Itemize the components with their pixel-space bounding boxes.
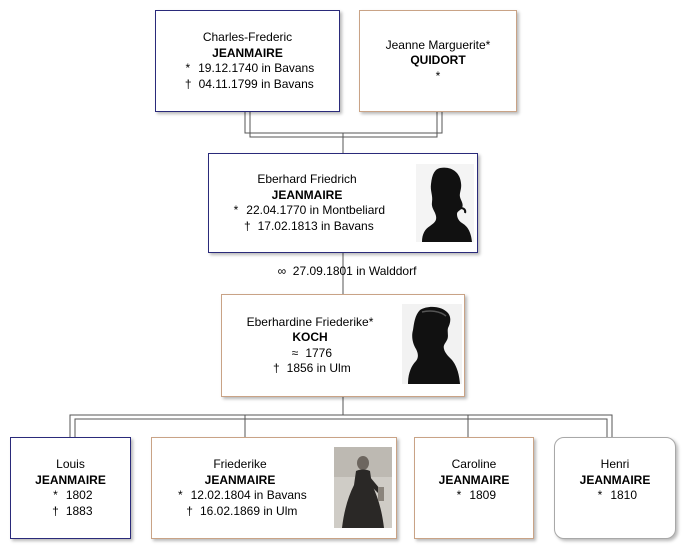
- birth-event: * 19.12.1740 in Bavans: [181, 61, 314, 77]
- death-date: 1883: [65, 503, 93, 518]
- birth-date: 1802: [65, 488, 93, 502]
- death-date: 1856 in Ulm: [286, 361, 351, 375]
- surname: JEANMAIRE: [271, 187, 343, 202]
- given-name: Henri: [600, 457, 630, 471]
- baptism-event: ≈ 1776: [288, 346, 332, 362]
- marriage-date: 27.09.1801 in Walddorf: [292, 264, 417, 278]
- portrait-photo-image: [334, 447, 392, 528]
- marriage-info: ∞ 27.09.1801 in Walddorf: [0, 264, 694, 278]
- person-card-louis-jeanmaire[interactable]: Louis JEANMAIRE * 1802 † 1883: [10, 437, 131, 539]
- death-date: 04.11.1799 in Bavans: [198, 76, 314, 91]
- birth-event: *: [431, 69, 445, 85]
- birth-symbol: *: [177, 488, 183, 502]
- birth-event: * 1802: [48, 488, 92, 504]
- birth-date: 22.04.1770 in Montbeliard: [246, 203, 386, 217]
- death-symbol: †: [243, 218, 251, 233]
- surname: QUIDORT: [410, 53, 466, 68]
- birth-event: * 1809: [452, 488, 496, 504]
- silhouette-portrait-image: [402, 304, 462, 384]
- death-symbol: †: [186, 503, 193, 518]
- person-card-friederike-jeanmaire[interactable]: Friederike JEANMAIRE * 12.02.1804 in Bav…: [151, 437, 397, 539]
- person-card-caroline-jeanmaire[interactable]: Caroline JEANMAIRE * 1809: [414, 437, 534, 539]
- birth-date: 1809: [469, 488, 497, 502]
- death-event: † 1883: [48, 504, 92, 520]
- birth-event: * 12.02.1804 in Bavans: [173, 488, 307, 504]
- surname: JEANMAIRE: [579, 472, 651, 487]
- death-event: † 17.02.1813 in Bavans: [240, 218, 374, 235]
- surname: JEANMAIRE: [204, 472, 276, 487]
- given-name: Eberhardine Friederike*: [246, 314, 374, 329]
- birth-symbol: *: [456, 488, 462, 502]
- birth-symbol: *: [435, 68, 441, 83]
- given-name: Eberhard Friedrich: [257, 172, 357, 186]
- given-name: Louis: [56, 457, 85, 471]
- birth-date: 12.02.1804 in Bavans: [190, 488, 307, 502]
- surname: KOCH: [292, 330, 328, 344]
- death-symbol: †: [272, 361, 280, 375]
- baptism-symbol: ≈: [291, 345, 299, 360]
- birth-event: * 22.04.1770 in Montbeliard: [229, 203, 385, 219]
- marriage-icon: ∞: [277, 264, 287, 278]
- surname: JEANMAIRE: [212, 45, 283, 60]
- person-card-henri-jeanmaire[interactable]: Henri JEANMAIRE * 1810: [554, 437, 676, 539]
- baptism-date: 1776: [305, 345, 333, 360]
- given-name: Charles-Frederic: [202, 30, 293, 44]
- birth-date: 1810: [610, 488, 638, 502]
- given-name: Jeanne Marguerite*: [385, 37, 491, 52]
- death-symbol: †: [52, 503, 59, 518]
- death-event: † 16.02.1869 in Ulm: [183, 503, 298, 520]
- silhouette-portrait-image: [416, 164, 474, 242]
- death-event: † 04.11.1799 in Bavans: [181, 77, 314, 93]
- birth-date: 19.12.1740 in Bavans: [198, 61, 315, 75]
- birth-symbol: *: [185, 61, 191, 75]
- person-card-eberhard-friedrich-jeanmaire[interactable]: Eberhard Friedrich JEANMAIRE * 22.04.177…: [208, 153, 478, 253]
- birth-symbol: *: [233, 203, 239, 217]
- birth-symbol: *: [597, 488, 603, 502]
- person-card-charles-frederic-jeanmaire[interactable]: Charles-Frederic JEANMAIRE * 19.12.1740 …: [155, 10, 340, 112]
- death-date: 17.02.1813 in Bavans: [257, 218, 374, 233]
- person-card-eberhardine-friederike-koch[interactable]: Eberhardine Friederike* KOCH ≈ 1776 † 18…: [221, 294, 465, 397]
- death-symbol: †: [184, 76, 192, 91]
- death-event: † 1856 in Ulm: [269, 361, 351, 377]
- death-date: 16.02.1869 in Ulm: [199, 503, 298, 518]
- birth-symbol: *: [53, 488, 58, 502]
- given-name: Caroline: [451, 457, 497, 471]
- surname: JEANMAIRE: [35, 472, 106, 487]
- birth-event: * 1810: [593, 488, 637, 504]
- person-card-jeanne-marguerite-quidort[interactable]: Jeanne Marguerite* QUIDORT *: [359, 10, 517, 112]
- surname: JEANMAIRE: [438, 472, 510, 487]
- given-name: Friederike: [213, 457, 267, 471]
